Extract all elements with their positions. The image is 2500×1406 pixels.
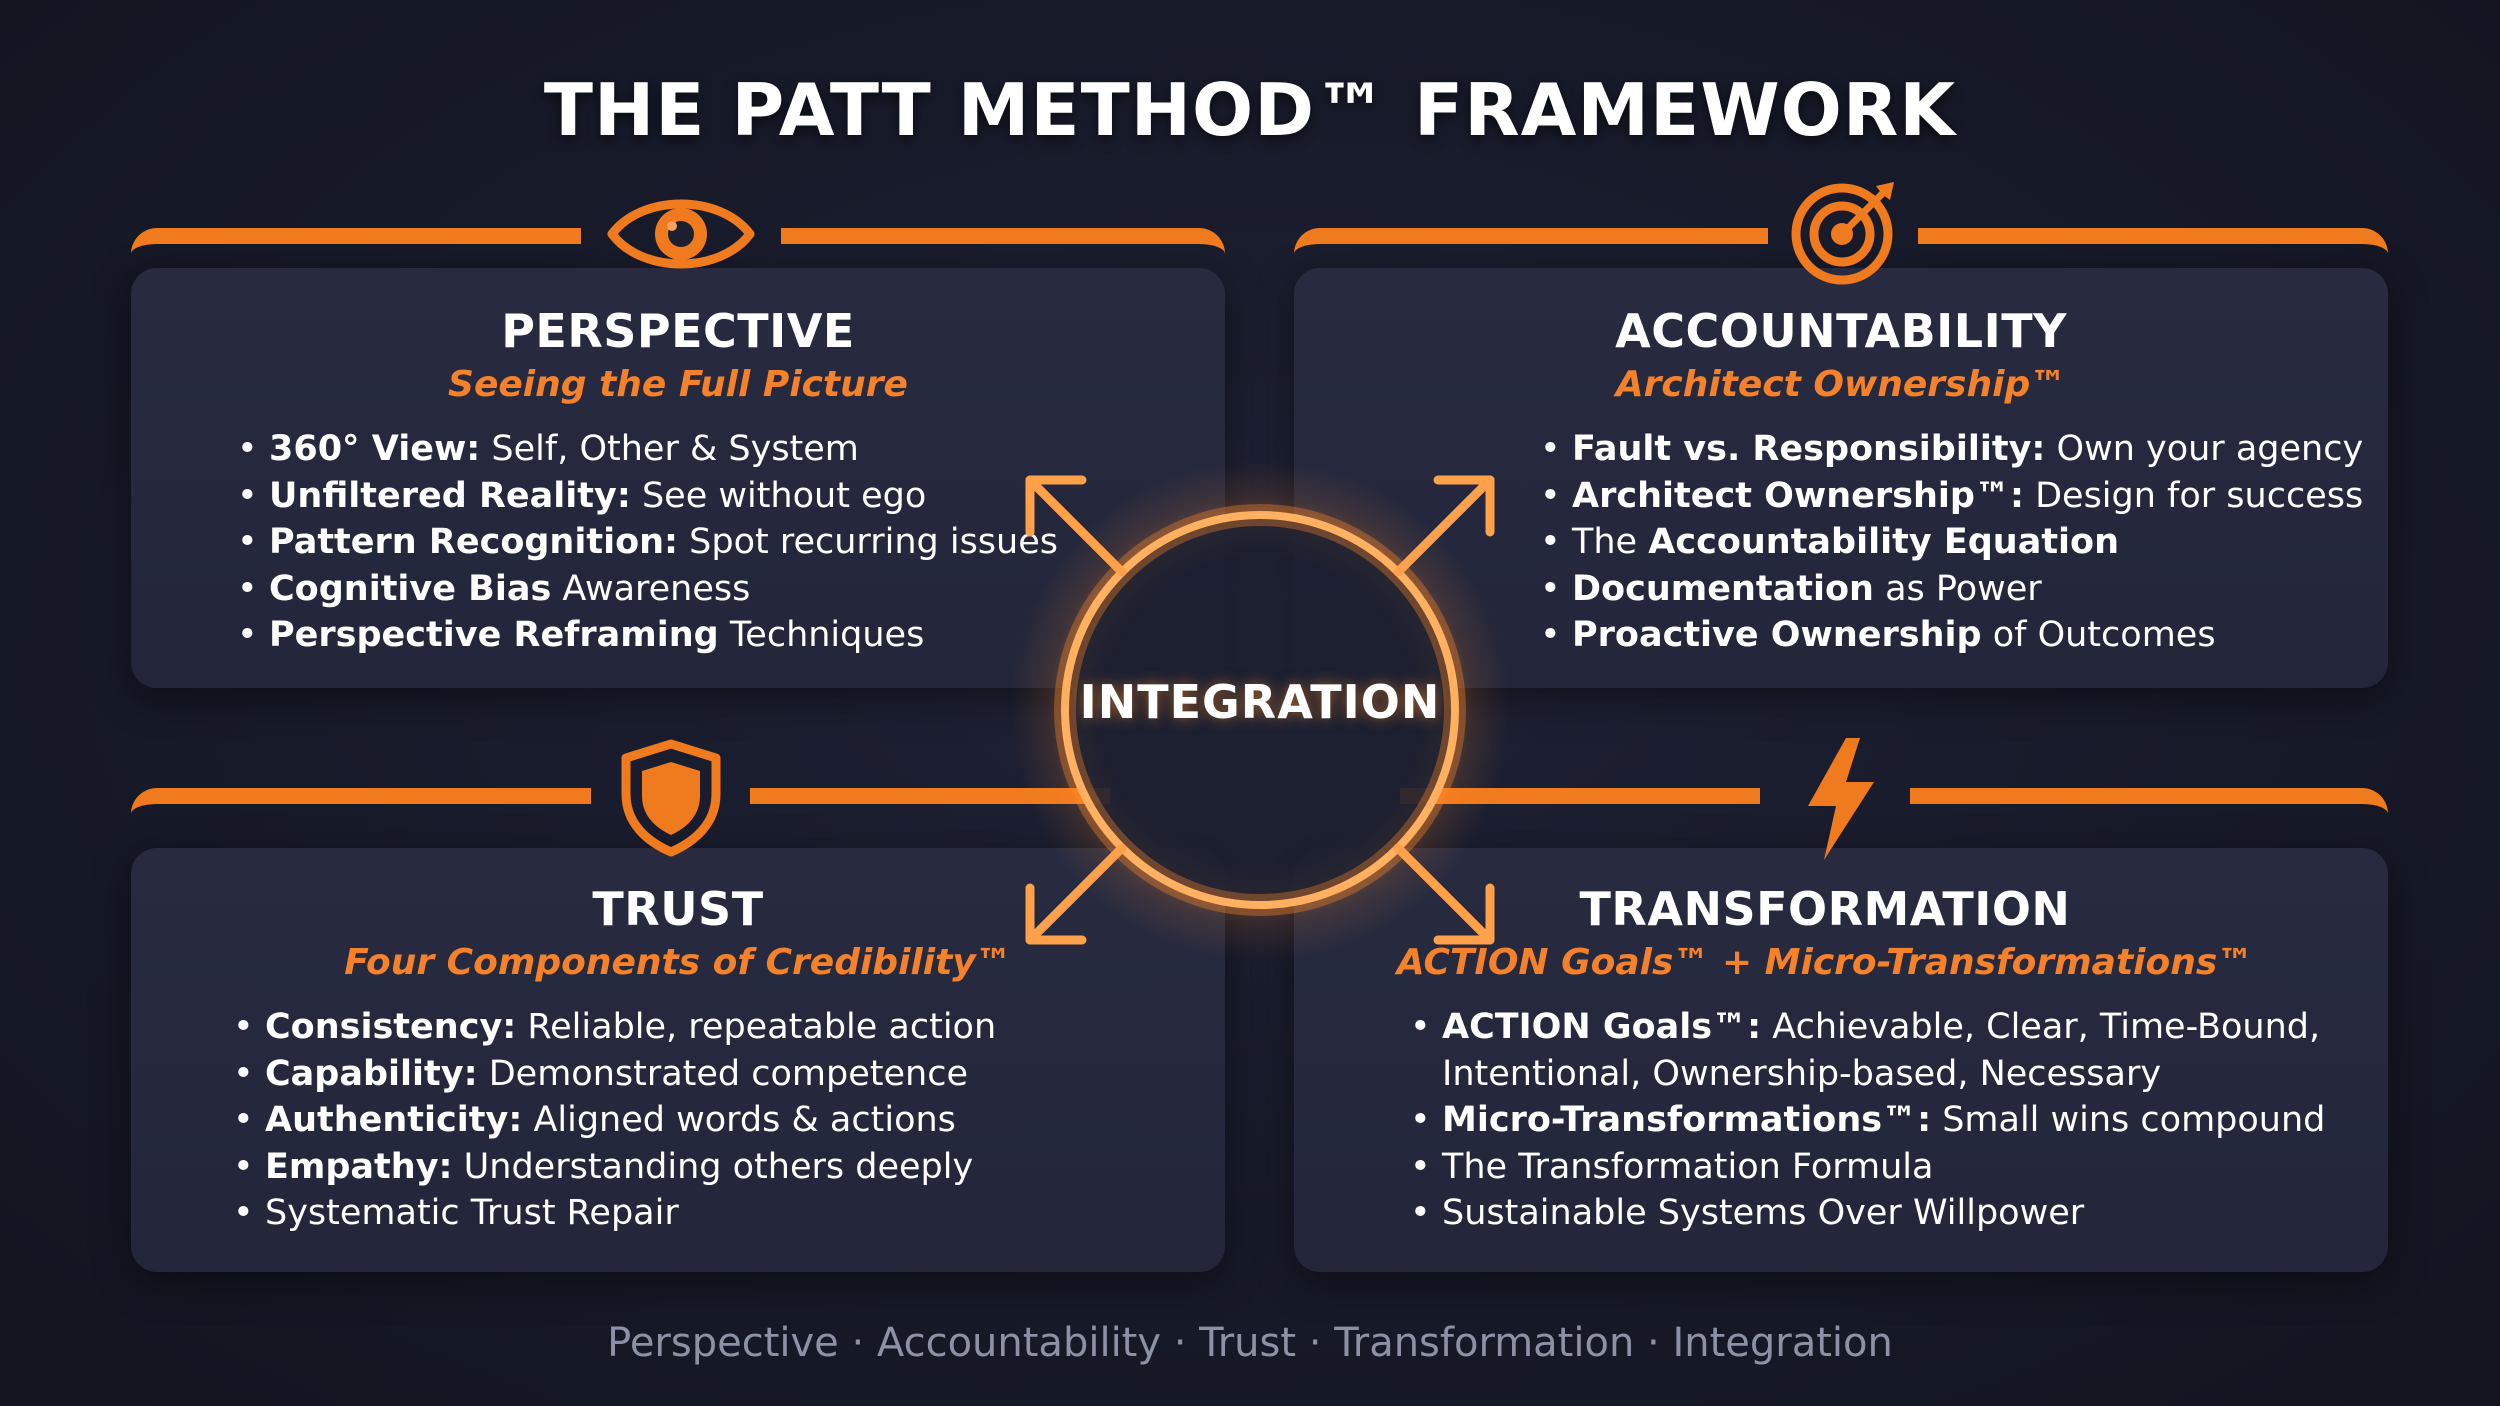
- accountability-point: Proactive Ownership of Outcomes: [1538, 612, 2363, 659]
- point-text: Small wins compound: [1931, 1100, 2326, 1140]
- footer-tagline: Perspective · Accountability · Trust · T…: [607, 1320, 1893, 1366]
- point-text: as Power: [1873, 568, 2042, 609]
- transformation-band-right: [1910, 788, 2388, 828]
- point-keyword: Documentation: [1572, 568, 1874, 609]
- accountability-band-left: [1294, 228, 1768, 268]
- trust-points: Consistency: Reliable, repeatable action…: [231, 1004, 996, 1237]
- accountability-points: Fault vs. Responsibility: Own your agenc…: [1538, 426, 2363, 659]
- perspective-heading: PERSPECTIVE: [501, 304, 855, 358]
- target-icon: [1790, 176, 1900, 290]
- transformation-point: ACTION Goals™: Achievable, Clear, Time-B…: [1408, 1004, 2325, 1051]
- accountability-point: Documentation as Power: [1538, 566, 2363, 613]
- transformation-point: Sustainable Systems Over Willpower: [1408, 1190, 2325, 1237]
- accountability-band-right: [1918, 228, 2388, 268]
- integration-ring: [1010, 460, 1510, 960]
- point-keyword: Consistency:: [265, 1007, 517, 1047]
- transformation-card: TRANSFORMATION ACTION Goals™ + Micro-Tra…: [1294, 848, 2388, 1272]
- transformation-points: ACTION Goals™: Achievable, Clear, Time-B…: [1408, 1004, 2325, 1237]
- point-keyword: 360° View:: [269, 429, 481, 469]
- integration-label: INTEGRATION: [1079, 675, 1441, 729]
- point-text: Own your agency: [2045, 429, 2364, 469]
- trust-point: Capability: Demonstrated competence: [231, 1051, 996, 1098]
- point-text: Achievable, Clear, Time-Bound,: [1761, 1007, 2321, 1047]
- perspective-points: 360° View: Self, Other & SystemUnfiltere…: [235, 426, 1058, 659]
- point-keyword: Empathy:: [265, 1146, 453, 1187]
- point-text: Techniques: [718, 615, 925, 655]
- point-keyword: ACTION Goals™:: [1442, 1007, 1762, 1047]
- point-keyword: Proactive Ownership: [1572, 615, 1982, 655]
- eye-icon: [606, 188, 756, 284]
- point-keyword: Pattern Recognition:: [269, 522, 679, 562]
- point-text: Understanding others deeply: [452, 1146, 974, 1187]
- point-keyword: Authenticity:: [265, 1100, 523, 1140]
- point-keyword: Unfiltered Reality:: [269, 475, 631, 516]
- accountability-point: The Accountability Equation: [1538, 519, 2363, 566]
- transformation-heading: TRANSFORMATION: [1579, 882, 2071, 936]
- trust-point: Systematic Trust Repair: [231, 1190, 996, 1237]
- point-prefix: The: [1572, 522, 1649, 562]
- trust-card: TRUST Four Components of Credibility™ Co…: [131, 848, 1225, 1272]
- trust-subtitle: Four Components of Credibility™: [344, 942, 1012, 983]
- perspective-point: 360° View: Self, Other & System: [235, 426, 1058, 473]
- perspective-point: Perspective Reframing Techniques: [235, 612, 1058, 659]
- accountability-point: Fault vs. Responsibility: Own your agenc…: [1538, 426, 2363, 473]
- transformation-point: Intentional, Ownership-based, Necessary: [1408, 1051, 2325, 1098]
- point-text: The Transformation Formula: [1442, 1146, 1934, 1187]
- point-text: Sustainable Systems Over Willpower: [1442, 1193, 2085, 1233]
- point-keyword: Capability:: [265, 1053, 478, 1094]
- accountability-point: Architect Ownership™: Design for success: [1538, 473, 2363, 520]
- point-keyword: Architect Ownership™:: [1572, 475, 2024, 516]
- point-text: Intentional, Ownership-based, Necessary: [1442, 1053, 2162, 1094]
- perspective-band-left: [131, 228, 581, 268]
- point-keyword: Fault vs. Responsibility:: [1572, 429, 2046, 469]
- trust-point: Authenticity: Aligned words & actions: [231, 1097, 996, 1144]
- accountability-subtitle: Architect Ownership™: [1615, 364, 2067, 405]
- point-text: of Outcomes: [1981, 615, 2216, 655]
- point-text: Design for success: [2023, 475, 2364, 516]
- point-text: Awareness: [551, 568, 751, 609]
- transformation-subtitle: ACTION Goals™ + Micro-Transformations™: [1396, 942, 2254, 983]
- trust-point: Empathy: Understanding others deeply: [231, 1144, 996, 1191]
- point-text: Self, Other & System: [480, 429, 859, 469]
- page-title: THE PATT METHOD™ FRAMEWORK: [543, 68, 1957, 152]
- lightning-bolt-icon: [1796, 734, 1886, 868]
- perspective-band-right: [781, 228, 1225, 268]
- point-keyword: Micro-Transformations™:: [1442, 1100, 1932, 1140]
- shield-icon: [616, 738, 726, 862]
- point-text: Demonstrated competence: [477, 1053, 968, 1094]
- point-keyword: Accountability Equation: [1648, 522, 2120, 562]
- point-text: Spot recurring issues: [678, 522, 1058, 562]
- point-text: Systematic Trust Repair: [265, 1193, 679, 1233]
- perspective-point: Cognitive Bias Awareness: [235, 566, 1058, 613]
- trust-heading: TRUST: [592, 882, 764, 936]
- point-keyword: Cognitive Bias: [269, 568, 552, 609]
- trust-band-right: [750, 788, 1110, 828]
- transformation-point: Micro-Transformations™: Small wins compo…: [1408, 1097, 2325, 1144]
- point-keyword: Perspective Reframing: [269, 615, 719, 655]
- trust-point: Consistency: Reliable, repeatable action: [231, 1004, 996, 1051]
- transformation-point: The Transformation Formula: [1408, 1144, 2325, 1191]
- point-text: Reliable, repeatable action: [516, 1007, 997, 1047]
- perspective-point: Pattern Recognition: Spot recurring issu…: [235, 519, 1058, 566]
- perspective-subtitle: Seeing the Full Picture: [448, 364, 908, 405]
- accountability-heading: ACCOUNTABILITY: [1615, 304, 2067, 358]
- point-text: See without ego: [630, 475, 927, 516]
- perspective-point: Unfiltered Reality: See without ego: [235, 473, 1058, 520]
- point-text: Aligned words & actions: [522, 1100, 956, 1140]
- trust-band-left: [131, 788, 591, 828]
